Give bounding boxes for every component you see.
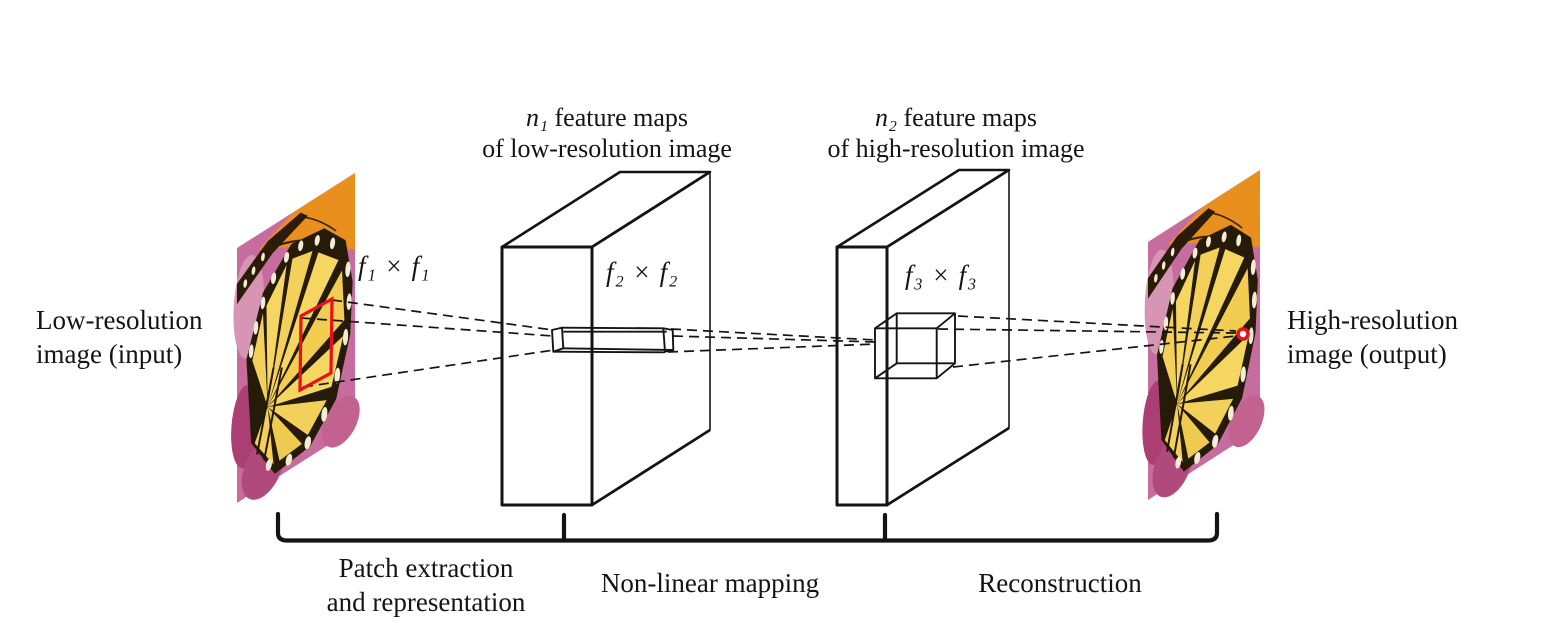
patch-cube xyxy=(874,312,956,380)
output-label-line2: image (output) xyxy=(1287,339,1447,369)
dash-patch-slab-1 xyxy=(331,299,554,331)
n2-var: n₂ xyxy=(874,103,897,132)
output-image xyxy=(1142,167,1264,514)
feature-box-2 xyxy=(835,168,1011,507)
patch-slab xyxy=(551,326,675,354)
output-label-line1: High-resolution xyxy=(1287,305,1458,335)
dash-patch-slab-3 xyxy=(302,349,555,388)
stage1-line1: Patch extraction xyxy=(338,553,514,583)
n2-feature-maps-label: n₂ feature maps of high-resolution image xyxy=(827,102,1084,164)
f3-kernel-label: f₃ × f₃ xyxy=(905,260,978,290)
dash-patch-slab-2 xyxy=(300,317,554,337)
stage-patch-extraction-label: Patch extraction and representation xyxy=(327,551,526,619)
input-image xyxy=(231,170,360,517)
dash-cube-output-1 xyxy=(957,315,1237,332)
n2-rest: feature maps xyxy=(897,103,1038,132)
bracket-bar xyxy=(275,511,1220,543)
f1-kernel-label: f₁ × f₁ xyxy=(358,251,431,281)
stage1-line2: and representation xyxy=(326,587,526,617)
feature-box-1 xyxy=(500,170,712,507)
input-image-label: Low-resolution image (input) xyxy=(36,303,202,371)
dash-slab-cube-1 xyxy=(670,328,877,341)
input-patch-highlight xyxy=(298,296,334,393)
projection-lines xyxy=(300,299,1237,388)
stage-nonlinear-mapping-label: Non-linear mapping xyxy=(600,568,820,598)
stage-reconstruction-label: Reconstruction xyxy=(978,568,1142,598)
n2-line2: of high-resolution image xyxy=(827,134,1085,163)
f2-kernel-label: f₂ × f₂ xyxy=(606,257,679,287)
dash-slab-cube-2 xyxy=(672,335,877,343)
output-point-marker xyxy=(1236,327,1250,341)
input-label-line1: Low-resolution xyxy=(36,305,203,335)
n1-line2: of low-resolution image xyxy=(482,134,732,163)
n1-rest: feature maps xyxy=(548,103,689,132)
n1-feature-maps-label: n₁ feature maps of low-resolution image xyxy=(482,102,732,164)
dash-slab-cube-3 xyxy=(667,343,877,353)
output-image-label: High-resolution image (output) xyxy=(1287,303,1458,371)
stage-brackets xyxy=(275,511,1220,543)
input-label-line2: image (input) xyxy=(36,339,183,369)
n1-var: n₁ xyxy=(525,103,548,132)
dash-cube-output-2 xyxy=(937,328,1237,334)
